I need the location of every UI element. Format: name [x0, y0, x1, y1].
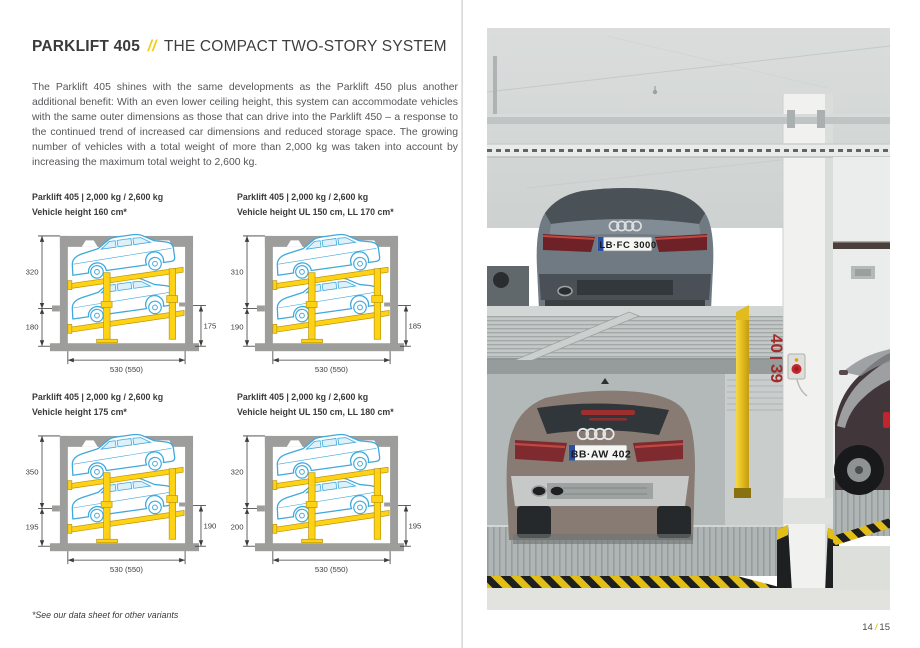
title-product-name: PARKLIFT 405 — [32, 38, 141, 55]
rear-window-sticker — [581, 410, 635, 415]
control-indicator-light — [794, 358, 799, 362]
diagram4-dim-right-height: 195 — [408, 521, 421, 530]
lift-cross-section-diagram-4: 320 200 195 530 (550) — [231, 426, 421, 574]
diagram4-dim-width: 530 (550) — [315, 565, 349, 574]
diagram3-dim-right-height: 190 — [203, 521, 216, 530]
lower-car-exhaust-right — [549, 485, 565, 497]
parking-garage-photo: LB·FC 3000 — [487, 28, 890, 610]
cable-tray — [487, 143, 890, 158]
svg-text:LB·FC 3000: LB·FC 3000 — [599, 240, 656, 251]
footnote: *See our data sheet for other variants — [32, 610, 179, 620]
foreground-floor — [487, 588, 890, 610]
bay-numbers: 40 39 — [767, 334, 786, 383]
title-subtitle: THE COMPACT TWO-STORY SYSTEM — [163, 38, 447, 55]
control-box-cable — [796, 378, 808, 397]
svg-text:40: 40 — [767, 334, 786, 353]
right-bay-car — [834, 349, 890, 495]
diagram1-dim-right-height: 175 — [203, 321, 216, 330]
diagram2-caption: Parklift 405 | 2,000 kg / 2,600 kg Vehic… — [237, 190, 437, 219]
svg-text:BB·AW 402: BB·AW 402 — [571, 449, 632, 461]
upper-car-audi-rings-icon — [608, 220, 642, 232]
title-slash-separator: // — [147, 38, 157, 55]
diagram3-dim-pit-depth: 195 — [26, 522, 39, 531]
diagram2-caption-line2: Vehicle height UL 150 cm, LL 170 cm* — [237, 206, 394, 217]
right-bay-hazard-stripe — [833, 518, 890, 546]
lift-control-box — [787, 353, 808, 397]
right-car-mirror — [839, 370, 848, 375]
intro-paragraph: The Parklift 405 shines with the same de… — [32, 82, 458, 169]
diagram2-dim-pit-depth: 190 — [231, 322, 244, 331]
lower-car-wheel-left — [517, 506, 551, 538]
lower-car-wheel-right — [657, 506, 691, 538]
wall-conduit — [833, 243, 890, 249]
page-title: PARKLIFT 405 // THE COMPACT TWO-STORY SY… — [32, 38, 462, 56]
page-number-left: 14 — [862, 622, 873, 633]
diagram3-caption-line1: Parklift 405 | 2,000 kg / 2,600 kg — [32, 392, 164, 402]
lift-cross-section-diagram-2: 310 190 185 530 (550) — [231, 226, 421, 374]
lower-car: BB·AW 402 — [506, 378, 695, 544]
diagram4-caption-line2: Vehicle height UL 150 cm, LL 180 cm* — [237, 406, 394, 417]
concrete-pillar — [782, 94, 833, 594]
diagram3-caption-line2: Vehicle height 175 cm* — [32, 406, 127, 417]
diagram3-caption: Parklift 405 | 2,000 kg / 2,600 kg Vehic… — [32, 390, 232, 419]
yellow-safety-post — [734, 305, 751, 498]
page-number-right: 15 — [879, 622, 890, 633]
upper-car: LB·FC 3000 — [536, 188, 714, 310]
lift-cross-section-diagram-1: 320 180 175 530 (550) — [26, 226, 216, 374]
upper-car-exhaust — [557, 285, 573, 297]
lower-car-license-plate: BB·AW 402 — [568, 444, 632, 461]
sprinkler-head-icon — [652, 89, 658, 95]
diagram1-dim-pit-depth: 180 — [26, 322, 39, 331]
right-car-tail-light — [883, 412, 890, 428]
diagram3-dim-width: 530 (550) — [110, 565, 144, 574]
svg-text:39: 39 — [767, 364, 786, 383]
page-number-separator: / — [874, 622, 878, 633]
lower-car-exhaust-left — [531, 485, 547, 497]
diagram2-dim-right-height: 185 — [408, 321, 421, 330]
diagram4-dim-upper-height: 320 — [231, 468, 244, 477]
diagram4-caption: Parklift 405 | 2,000 kg / 2,600 kg Vehic… — [237, 390, 437, 419]
ceiling-pipe — [487, 110, 890, 128]
ceiling-drop-pipe — [493, 56, 497, 118]
page-fold-line — [461, 0, 463, 648]
diagram4-caption-line1: Parklift 405 | 2,000 kg / 2,600 kg — [237, 392, 369, 402]
lift-cross-section-diagram-3: 350 195 190 530 (550) — [26, 426, 216, 574]
upper-car-license-plate: LB·FC 3000 — [597, 236, 656, 252]
diagram4-dim-pit-depth: 200 — [231, 522, 244, 531]
diagram1-dim-width: 530 (550) — [110, 365, 144, 374]
diagram2-dim-upper-height: 310 — [231, 268, 244, 277]
diagram2-caption-line1: Parklift 405 | 2,000 kg / 2,600 kg — [237, 192, 369, 202]
lower-car-antenna — [601, 378, 609, 384]
diagram1-dim-upper-height: 320 — [26, 268, 39, 277]
lower-car-tail-light-right — [633, 440, 683, 462]
diagram2-dim-width: 530 (550) — [315, 365, 349, 374]
page-number: 14/15 — [790, 622, 890, 633]
diagram3-dim-upper-height: 350 — [26, 468, 39, 477]
diagram1-caption: Parklift 405 | 2,000 kg / 2,600 kg Vehic… — [32, 190, 232, 219]
adjacent-platform-shadow — [487, 266, 529, 310]
diagram1-caption-line2: Vehicle height 160 cm* — [32, 206, 127, 217]
lower-car-audi-rings-icon — [576, 427, 615, 441]
diagram1-caption-line1: Parklift 405 | 2,000 kg / 2,600 kg — [32, 192, 164, 202]
lower-car-tail-light-left — [515, 440, 567, 462]
